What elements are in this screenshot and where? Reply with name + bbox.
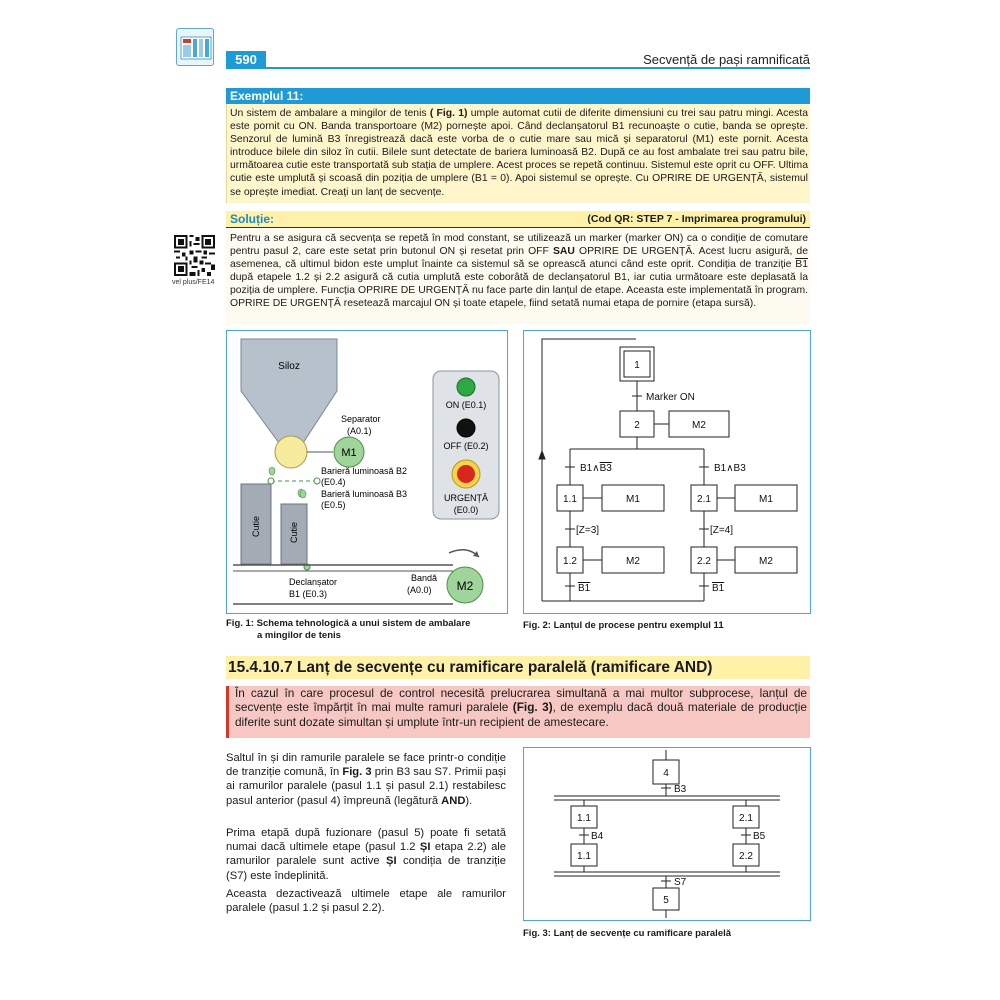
chapter-title: Secvență de pași ramnificată [643,52,810,67]
body-paragraph-1: Saltul în și din ramurile paralele se fa… [226,752,506,807]
solution-text: Pentru a se asigura că secvența se repet… [230,233,808,310]
chapter-thumbnail-icon [176,28,214,66]
step-1-1-action: M1 [626,494,640,505]
solution-box [226,229,810,324]
example-title: Exemplul 11: [226,88,810,104]
barrier-b3-address: (E0.5) [321,500,346,510]
step-2-1-action: M1 [759,494,773,505]
emergency-label: URGENȚĂ [444,493,488,503]
step-2-1-label: 2.1 [697,494,711,505]
marker-on-label: Marker ON [646,392,695,403]
body-paragraph-2: Prima etapă după fuzionare (pasul 5) poa… [226,827,507,882]
qr-code-icon[interactable] [174,235,215,276]
solution-qr-code-label: (Cod QR: STEP 7 - Imprimarea programului… [587,213,806,225]
fig3-step-4: 4 [663,768,669,779]
emergency-button [457,465,475,483]
off-button [456,418,476,438]
fig3-b3-condition: B3 [674,784,687,795]
box-large [240,483,272,565]
example-box [226,104,810,203]
emergency-address: (E0.0) [454,505,479,515]
box-small [280,503,308,565]
step-1-2-action: M2 [626,556,640,567]
on-label: ON (E0.1) [446,400,487,410]
fig3-s7-condition: S7 [674,877,687,888]
fig3-b4-condition: B4 [591,831,604,842]
trigger-address: B1 (E0.3) [289,589,327,599]
solution-header [226,211,810,228]
on-button [456,377,476,397]
body-paragraph-3: Aceasta dezactivează ultimele etape ale … [226,888,506,915]
step-2-action: M2 [692,420,706,431]
fig3-step-1-2: 1.1 [577,851,591,862]
z4-condition: [Z=4] [710,525,733,536]
motor-m2-label: M2 [457,579,474,593]
right-b1-condition: B1 [712,583,725,594]
off-label: OFF (E0.2) [443,441,488,451]
left-b1-condition: B1 [578,583,591,594]
step-2-label: 2 [634,420,640,431]
example-text: Un sistem de ambalare a mingilor de teni… [230,108,808,198]
left-branch-condition: B1∧B3 [580,463,612,474]
qr-label: vel plus/FE14 [172,279,215,286]
motor-m1-icon [333,436,365,468]
fig3-b5-condition: B5 [753,831,766,842]
step-1-2-label: 1.2 [563,556,577,567]
belt-label: Bandă [411,573,437,583]
silo-label: Siloz [278,361,300,372]
silo-shape [240,338,338,444]
right-branch-condition: B1∧B3 [714,463,746,474]
solution-title: Soluție: [230,212,274,226]
box-large-label: Cutie [251,516,261,537]
fig3-step-2-2: 2.2 [739,851,753,862]
belt-address: (A0.0) [407,585,432,595]
fig3-step-1-1: 1.1 [577,813,591,824]
figure-2-frame: 1 Marker ON 2 M2 B1∧B3 B1∧B3 1.1 M1 2.1 … [523,330,811,614]
separator-label: Separator [341,414,381,424]
figure-1-frame: Siloz M1 Separator (A0.1) Barieră lumino… [226,330,508,614]
figure-3-frame: 4 B3 1.1 2.1 B4 B5 1.1 2.2 S7 5 [523,747,811,921]
control-panel [432,370,500,520]
fig3-step-2-1: 2.1 [739,813,753,824]
figure-3-caption: Fig. 3: Lanț de secvențe cu ramificare p… [523,928,732,939]
separator-address: (A0.1) [347,426,372,436]
fig3-step-5: 5 [663,895,669,906]
page-number: 590 [226,51,266,69]
barrier-b2-label: Barieră luminoasă B2 [321,466,407,476]
motor-m1-label: M1 [341,447,356,459]
step-2-2-action: M2 [759,556,773,567]
intro-box: În cazul în care procesul de control nec… [226,686,810,738]
z3-condition: [Z=3] [576,525,599,536]
section-heading: 15.4.10.7 Lanț de secvențe cu ramificare… [226,656,810,679]
barrier-b3-label: Barieră luminoasă B3 [321,489,407,499]
figure-1-caption-line-2: a mingilor de tenis [257,630,341,641]
barrier-b2-address: (E0.4) [321,477,346,487]
motor-m2-icon [446,566,484,604]
step-1-1-label: 1.1 [563,494,577,505]
trigger-label: Declanșator [289,577,337,587]
figure-1-caption-line-1: Fig. 1: Schema tehnologică a unui sistem… [226,618,471,629]
step-2-2-label: 2.2 [697,556,711,567]
step-1-label: 1 [634,360,640,371]
separator-wheel [274,435,308,469]
box-small-label: Cutie [289,522,299,543]
figure-2-caption: Fig. 2: Lanțul de procese pentru exemplu… [523,620,724,631]
header-rule [226,51,810,69]
